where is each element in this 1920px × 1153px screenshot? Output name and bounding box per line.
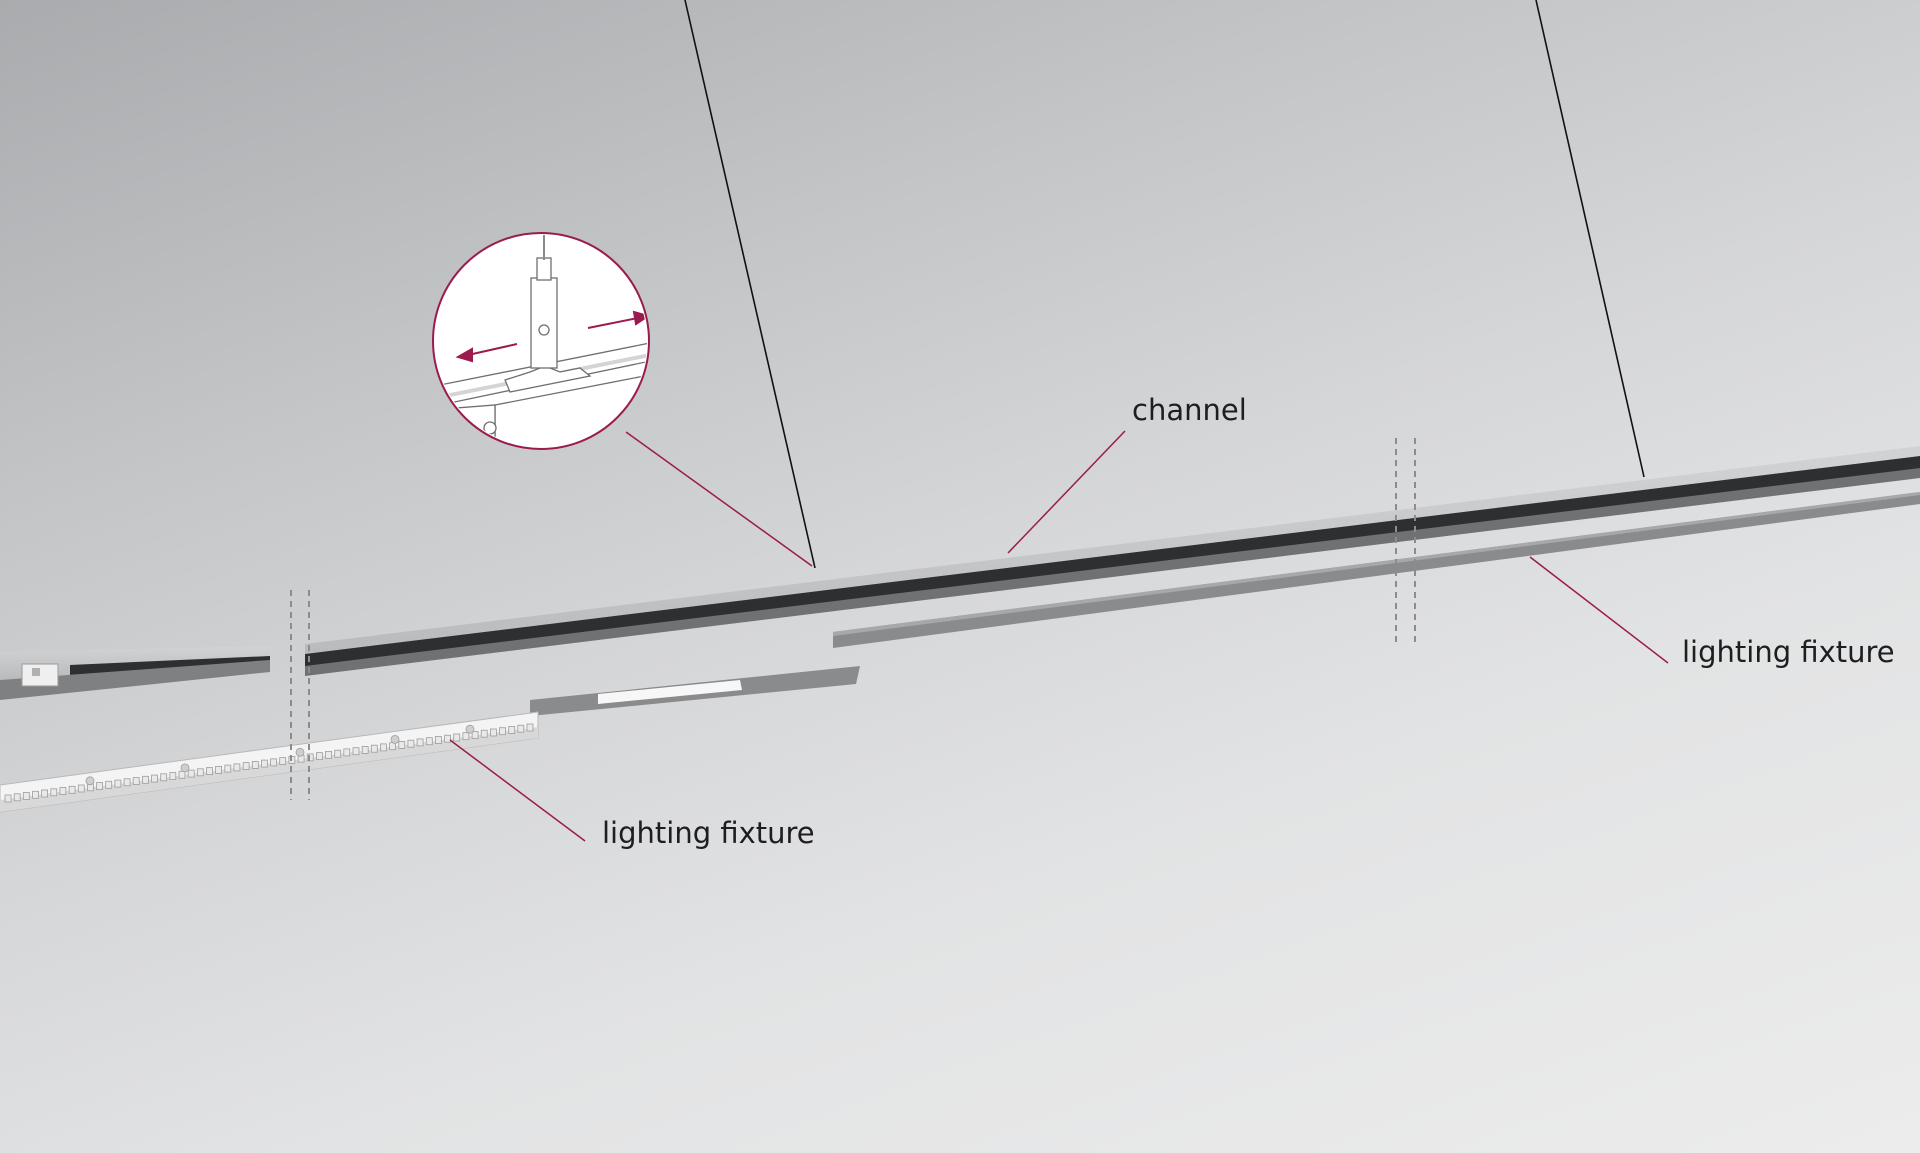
led-diode (416, 738, 424, 747)
break-marker-left (290, 590, 310, 800)
led-diodes (4, 723, 534, 803)
led-diode (517, 724, 525, 733)
suspension-cable-right (1535, 0, 1645, 478)
led-diode (251, 761, 259, 769)
led-diode (380, 743, 387, 752)
led-diode (444, 734, 452, 743)
led-diode (526, 723, 534, 732)
led-diode (105, 780, 113, 789)
fixture-led-cover (598, 680, 742, 704)
connector-screw (32, 668, 40, 676)
led-diode (215, 766, 223, 774)
led-diode (132, 777, 140, 785)
led-diode (50, 788, 58, 797)
leader-line-fixture-right (1529, 556, 1669, 664)
led-board (0, 711, 539, 813)
led-diode (471, 731, 479, 739)
led-diode (151, 774, 158, 783)
fixture-strip-right (833, 492, 1920, 648)
suspension-cable-left (684, 0, 816, 569)
label-channel: channel (1132, 393, 1247, 427)
led-module-marker (295, 747, 305, 757)
led-diode (462, 732, 470, 741)
led-diode (370, 744, 378, 753)
detail-gripper-top (536, 257, 552, 281)
leader-line-fixture-left (449, 739, 586, 842)
led-diode (306, 753, 314, 762)
led-diode (160, 773, 168, 782)
led-diode (325, 751, 332, 759)
led-diode (508, 726, 516, 734)
led-diode (68, 785, 76, 794)
leader-line-channel (1007, 430, 1126, 554)
led-diode (453, 733, 461, 742)
led-diode (398, 741, 406, 749)
led-diode (196, 768, 204, 777)
led-diode (407, 739, 415, 748)
led-diode (279, 757, 287, 765)
channel-slot (305, 456, 1920, 668)
led-diode (315, 752, 323, 760)
led-diode (13, 793, 21, 802)
led-diode (270, 758, 278, 767)
channel-left-stub-bottom (0, 660, 270, 700)
led-diode (334, 749, 342, 758)
channel-profile (0, 446, 1920, 700)
led-diode (489, 728, 497, 737)
led-diode (352, 747, 360, 756)
led-diode (233, 763, 241, 772)
led-diode (169, 772, 177, 780)
magnifier-detail-icon (432, 232, 650, 450)
led-module-marker (85, 776, 95, 786)
led-diode (114, 779, 122, 788)
led-diode (224, 764, 232, 773)
channel-bottom-face (305, 468, 1920, 676)
led-diode (96, 782, 103, 790)
led-diode (32, 790, 39, 799)
led-diode (206, 767, 213, 775)
led-diode (141, 775, 149, 784)
led-diode (480, 729, 488, 738)
led-diode (123, 778, 131, 787)
led-diode (187, 769, 195, 778)
led-diode (77, 784, 85, 793)
led-diode (4, 794, 12, 803)
led-diode (242, 762, 250, 770)
led-diode (41, 789, 48, 798)
led-diode (59, 787, 67, 795)
led-module-marker (465, 724, 475, 734)
label-lighting-fixture-left: lighting fixture (602, 816, 815, 850)
break-marker-right (1395, 438, 1416, 645)
label-lighting-fixture-right: lighting fixture (1682, 635, 1895, 669)
fixture-strip-right-highlight (833, 492, 1920, 636)
led-diode (361, 746, 369, 754)
led-diode (434, 736, 442, 744)
led-diode (425, 737, 433, 746)
detail-bracket (504, 365, 592, 393)
led-diode (178, 770, 186, 779)
led-module-marker (390, 735, 400, 744)
led-diode (22, 792, 30, 800)
led-diode (343, 748, 351, 757)
detail-gripper (530, 277, 558, 369)
led-module-marker (180, 763, 190, 773)
leader-line-detail (625, 431, 813, 567)
led-diode (499, 727, 506, 736)
arrow-left-icon (455, 343, 518, 363)
led-diode (260, 759, 268, 768)
detail-gripper-hole (538, 324, 550, 336)
